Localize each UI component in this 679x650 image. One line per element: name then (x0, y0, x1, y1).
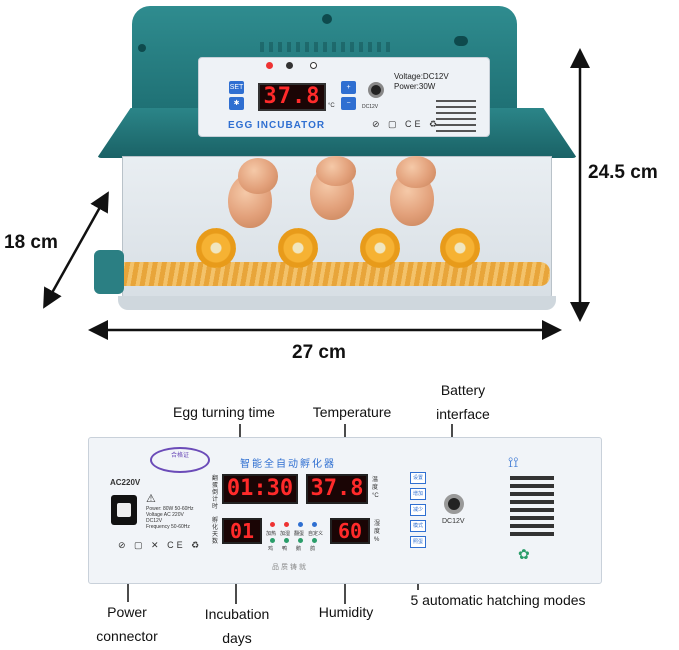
led-label: 鸽 (310, 546, 316, 552)
mode-button-increase[interactable]: 增加 (410, 488, 426, 500)
height-label: 24.5 cm (588, 162, 658, 183)
fan-button[interactable]: ✱ (229, 97, 244, 110)
voltage-text: Voltage:DC12V (394, 72, 449, 81)
spec-line: DC12V (146, 518, 163, 524)
lid-vents (260, 42, 390, 52)
led-label: 鸭 (282, 546, 288, 552)
display-unit: °C (328, 103, 335, 109)
minus-button[interactable]: − (341, 97, 356, 110)
seal-text: 合格证 (170, 453, 189, 459)
mode-button-decrease[interactable]: 减少 (410, 504, 426, 516)
lid-hole (454, 36, 468, 46)
spec-line: Frequency 50-60Hz (146, 524, 190, 530)
power-socket[interactable] (111, 495, 137, 525)
heat-indicator-icon (266, 62, 273, 69)
depth-arrow (43, 191, 109, 309)
mode-button-mode[interactable]: 模式 (410, 520, 426, 532)
gear-icon (440, 228, 480, 268)
egg (396, 156, 436, 188)
lid-hole (322, 14, 332, 24)
timer-indicator-icon (310, 62, 317, 69)
dc-label: DC12V (362, 104, 379, 110)
spec-line: Voltage AC 220V (146, 512, 184, 518)
days-side-label: 孵化天数 (212, 518, 219, 545)
modes-label: 5 automatic hatching modes (410, 592, 586, 608)
dc-jack[interactable] (368, 82, 384, 98)
panel-speaker-grill (510, 476, 554, 540)
depth-label: 18 cm (4, 232, 58, 253)
turning-side-label: 翻蛋倒计时 (212, 476, 219, 510)
mode-led-icon (298, 538, 303, 543)
panel-specs: Power: 80W 50-60Hz Voltage AC 220V DC12V… (146, 506, 194, 530)
mode-led-icon (312, 538, 317, 543)
temperature-display: 37.8 (258, 83, 326, 111)
led-label: 鸡 (268, 546, 274, 552)
temp-side-label: 温度 °C (372, 477, 379, 499)
quality-text: 品质铸就 (272, 564, 308, 571)
battery-label: Battery interface (436, 382, 490, 422)
mode-button-set[interactable]: 设置 (410, 472, 426, 484)
power-connector-label: Power connector (96, 604, 158, 644)
incubator-title: EGG INCUBATOR (228, 120, 326, 131)
warning-icon: ⚠ (146, 493, 156, 505)
power-text: Power:30W (394, 82, 436, 91)
mode-button-candling[interactable]: 照蛋 (410, 536, 426, 548)
egg (316, 156, 356, 186)
mode-led-icon (270, 538, 275, 543)
brand-logo-icon: ⟟⟟ (508, 454, 519, 470)
gear-icon (278, 228, 318, 268)
spec-line: Power: 80W 50-60Hz (146, 506, 194, 512)
eco-icon: ✿ (518, 546, 530, 562)
battery-jack[interactable] (444, 494, 464, 514)
days-display: 01 (222, 518, 262, 544)
egg-turning-rail (98, 262, 550, 286)
custom-led-icon (312, 522, 317, 527)
turning-time-display: 01:30 (222, 474, 298, 504)
temperature-label: Temperature (312, 404, 392, 420)
humidify-led-icon (284, 522, 289, 527)
incubation-days-label: Incubation days (204, 606, 270, 646)
turn-led-icon (298, 522, 303, 527)
led-label: 加湿 (280, 531, 291, 537)
plus-button[interactable]: + (341, 81, 356, 94)
egg (238, 158, 278, 194)
set-button[interactable]: SET (229, 81, 244, 94)
gear-icon (196, 228, 236, 268)
speaker-grill (436, 100, 476, 132)
heat-led-icon (270, 522, 275, 527)
led-label: 自定义 (308, 531, 324, 537)
certificate-seal: 合格证 (150, 447, 210, 473)
gear-icon (360, 228, 400, 268)
led-label: 翻蛋 (294, 531, 305, 537)
humidity-label: Humidity (318, 604, 374, 620)
ac-label: AC220V (110, 478, 141, 487)
egg-turning-label: Egg turning time (173, 404, 275, 420)
panel-dc-label: DC12V (442, 518, 465, 525)
led-label: 鹅 (296, 546, 302, 552)
brand-title: 智能全自动孵化器 (240, 459, 336, 470)
temperature-display-2: 37.8 (306, 474, 368, 504)
certification-symbols: ⊘ ▢ ✕ CE ♻ (118, 540, 203, 550)
led-label: 加热 (266, 531, 277, 537)
mode-led-icon (284, 538, 289, 543)
width-label: 27 cm (292, 342, 346, 363)
certification-symbols: ⊘ ▢ CE ♻ (372, 119, 441, 129)
humidity-display: 60 (330, 518, 370, 544)
power-specs: Voltage:DC12V Power:30W (394, 72, 449, 92)
fan-indicator-icon (286, 62, 293, 69)
tray-base (118, 296, 556, 310)
humidity-side-label: 湿度 % (374, 521, 381, 543)
lid-hole (138, 44, 146, 52)
